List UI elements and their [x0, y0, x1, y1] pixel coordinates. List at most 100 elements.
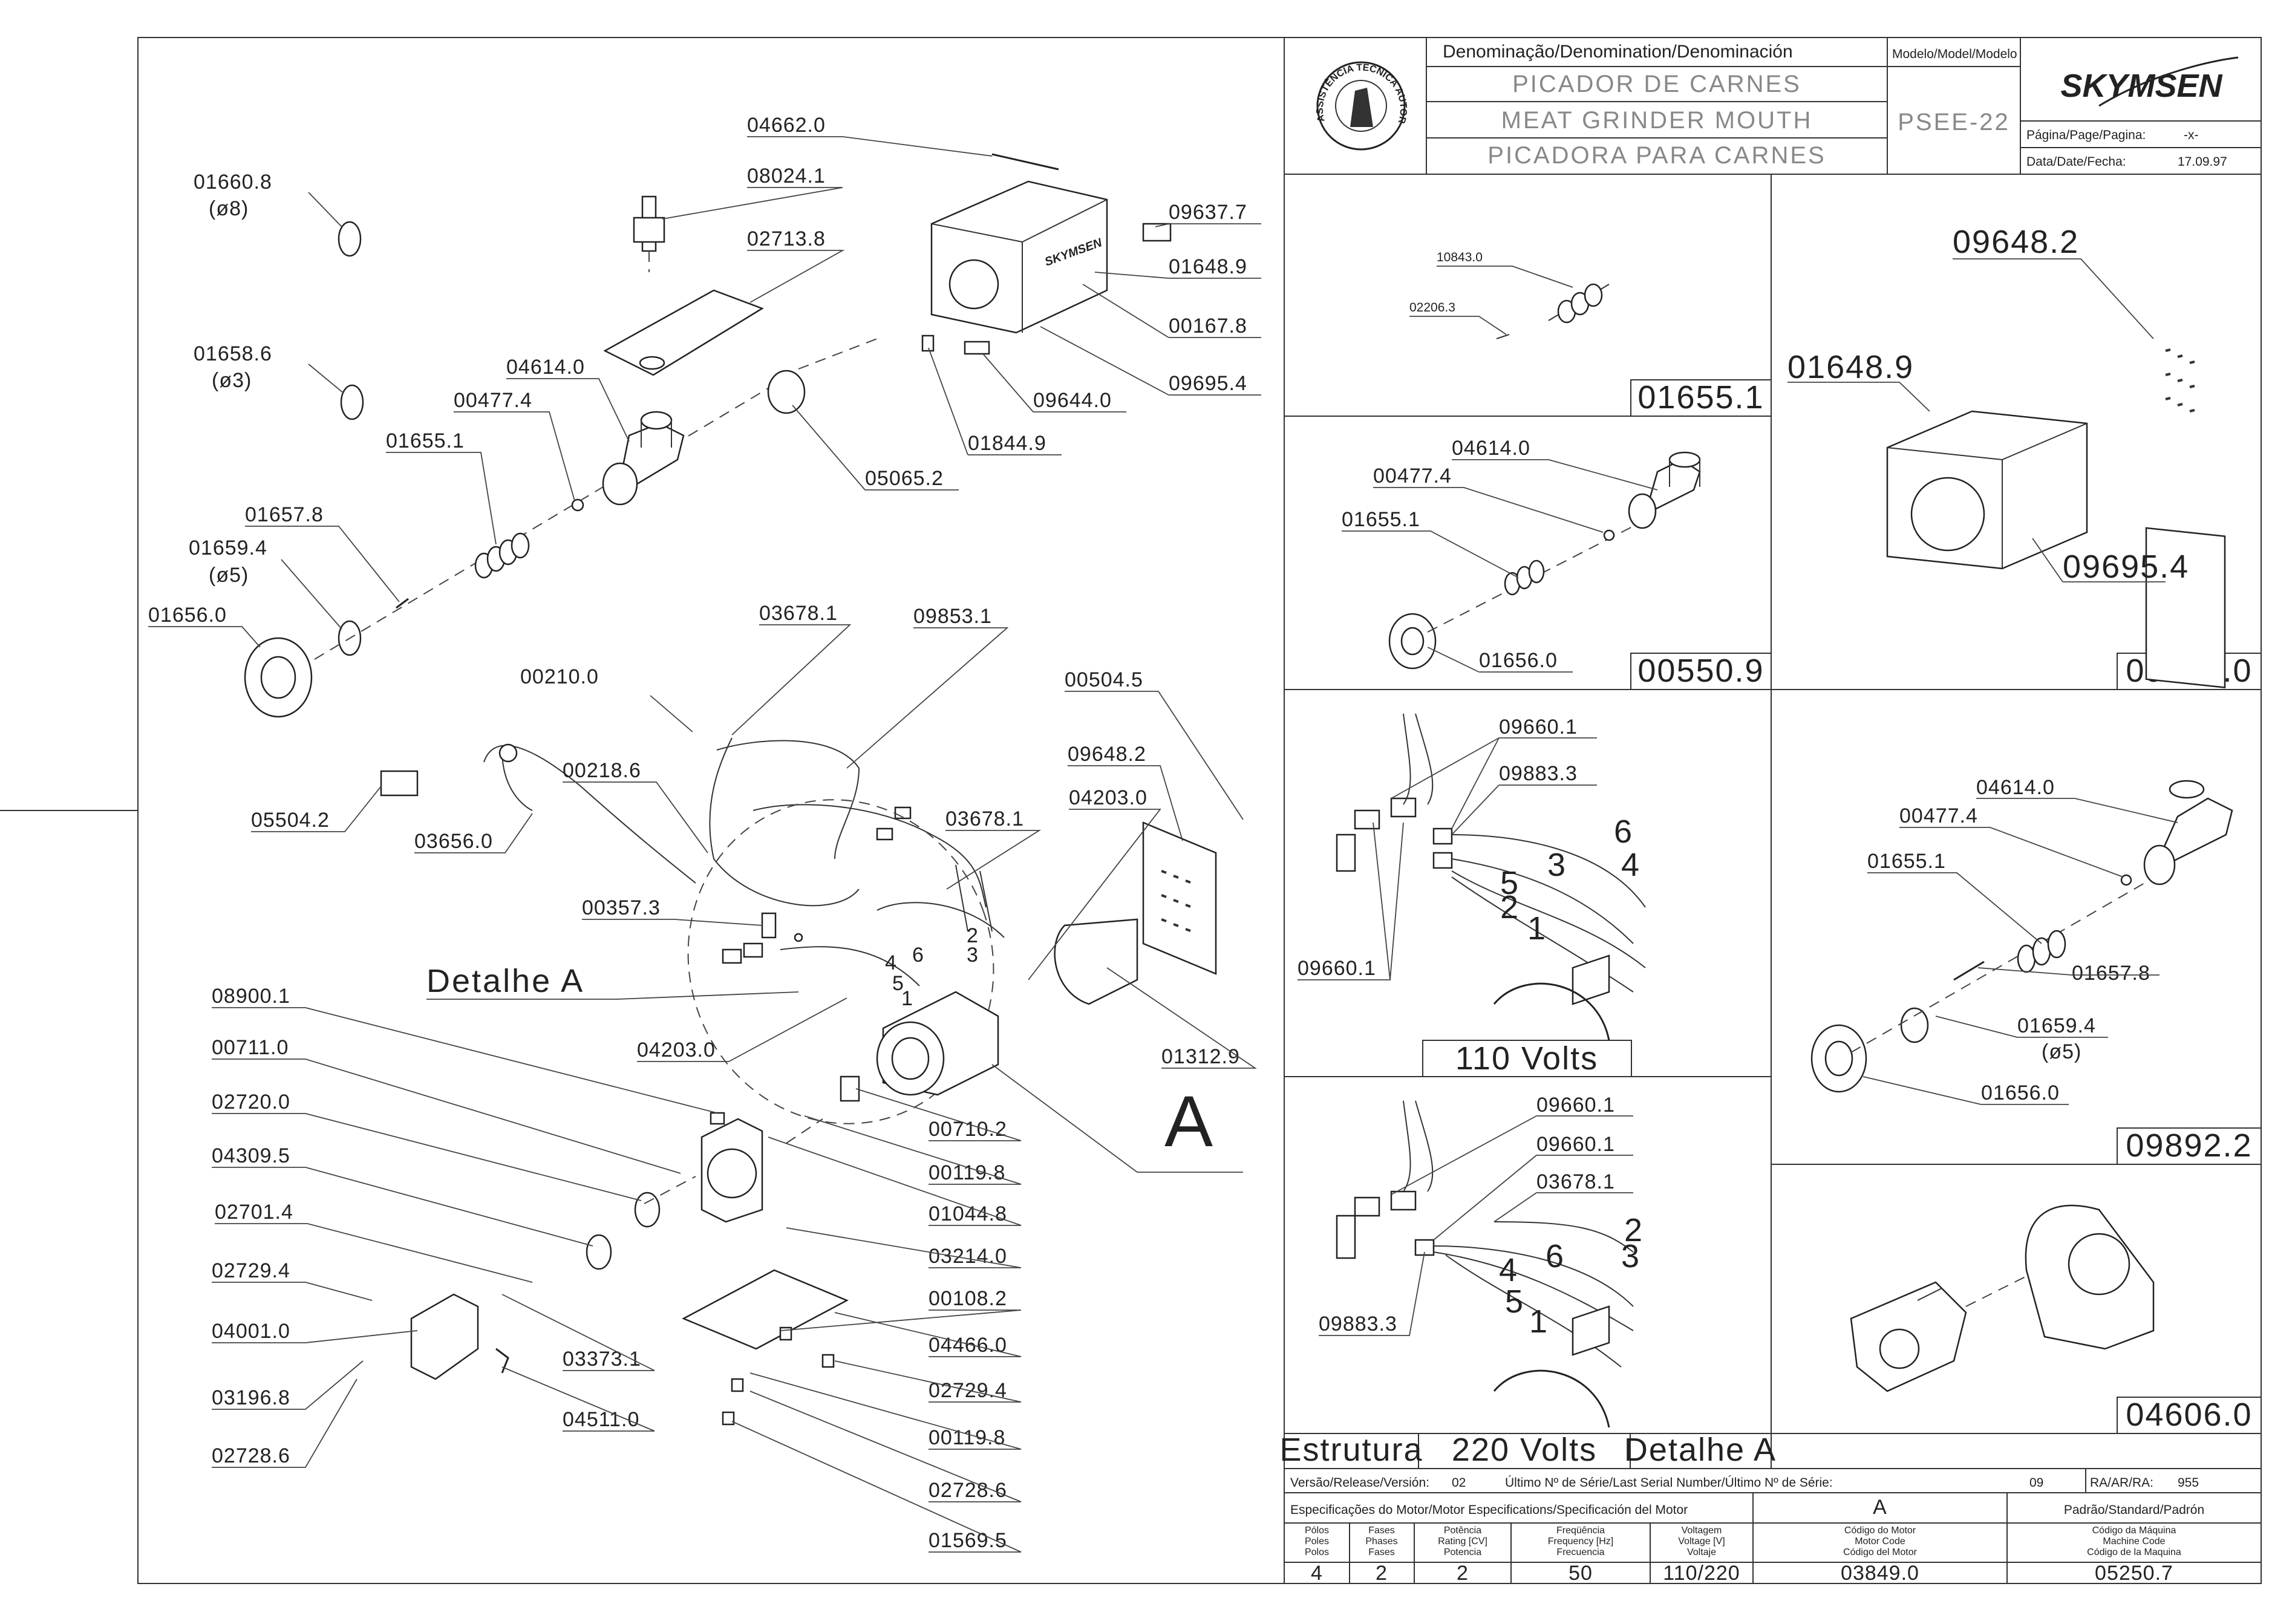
panel6-label-0: 09660.1: [1536, 1094, 1615, 1117]
page-value: -x-: [2184, 128, 2199, 142]
label-00210-0: 00210.0: [520, 665, 599, 688]
label-09695-4: 09695.4: [1169, 372, 1247, 395]
model-label: Modelo/Model/Modelo: [1892, 47, 2017, 61]
main-wire-4: 4: [885, 951, 897, 974]
sub-panels-grid: 01655.1 00550.9 09540.0 09892.2 04606.0 …: [1279, 174, 2262, 1469]
panel1-label-0: 10843.0: [1437, 250, 1483, 264]
date-value: 17.09.97: [2178, 155, 2227, 169]
label-03656-0: 03656.0: [414, 830, 493, 853]
label-00477-4: 00477.4: [454, 389, 532, 412]
label-08900-1: 08900.1: [212, 985, 290, 1008]
cabinet: SKYMSEN: [921, 153, 1172, 355]
label-01659-4-dia: (ø5): [209, 564, 249, 587]
label-05065-2: 05065.2: [865, 467, 944, 490]
plate-3mm: [340, 384, 364, 420]
frequency-h3: Frecuencia: [1556, 1547, 1604, 1557]
base-plate: [682, 1269, 849, 1350]
frequency-h1: Freqüência: [1556, 1525, 1605, 1536]
voltage-h3: Voltaje: [1687, 1547, 1716, 1557]
label-01569-5: 01569.5: [929, 1529, 1007, 1552]
label-00711-0: 00711.0: [212, 1036, 289, 1059]
poles-h1: Pólos: [1305, 1525, 1329, 1536]
panel2-label-2: 01655.1: [1342, 508, 1420, 531]
label-00504-5: 00504.5: [1065, 668, 1143, 691]
label-02728-6-right: 02728.6: [929, 1479, 1007, 1502]
panel2-label-0: 04614.0: [1452, 437, 1530, 460]
detail-a-circle: [687, 799, 994, 1124]
title-pt: PICADOR DE CARNES: [1512, 71, 1801, 97]
label-02729-4-left: 02729.4: [212, 1259, 290, 1282]
gearbox: [700, 1112, 763, 1223]
label-01656-0: 01656.0: [148, 604, 227, 627]
frequency-h2: Frequency [Hz]: [1548, 1536, 1613, 1547]
page-label: Página/Page/Pagina:: [2026, 128, 2146, 142]
rating-value: 2: [1457, 1562, 1469, 1585]
panel6-label-2: 03678.1: [1536, 1170, 1615, 1193]
phases-value: 2: [1376, 1562, 1388, 1585]
estrutura-label: Estrutura: [1279, 1432, 1423, 1468]
panel5-label-3: 01657.8: [2072, 962, 2150, 985]
label-00710-2: 00710.2: [929, 1118, 1007, 1141]
panel-code-09892: 09892.2: [2126, 1127, 2252, 1164]
label-09648-2: 09648.2: [1068, 743, 1146, 766]
panel2-label-1: 00477.4: [1373, 465, 1452, 488]
label-00357-3: 00357.3: [582, 896, 661, 919]
label-04001-0: 04001.0: [212, 1320, 290, 1343]
label-01659-4: 01659.4: [189, 536, 267, 559]
wire-4-220v: 4: [1499, 1252, 1518, 1288]
wire-5-220v: 5: [1505, 1283, 1524, 1320]
wire-1-220v: 1: [1529, 1303, 1549, 1340]
wire-6-220v: 6: [1546, 1238, 1565, 1274]
gear-large: [634, 1192, 661, 1228]
panel6-label-1: 09660.1: [1536, 1133, 1615, 1156]
label-00167-8: 00167.8: [1169, 315, 1247, 338]
denomination-label: Denominação/Denomination/Denominación: [1443, 42, 1793, 62]
panel1-label-1: 02206.3: [1409, 301, 1455, 315]
feeding-tray: [603, 289, 764, 376]
wire-1-110v: 1: [1527, 910, 1547, 947]
cord-plug: [498, 743, 518, 763]
label-03214-0: 03214.0: [929, 1245, 1007, 1268]
label-02720-0: 02720.0: [212, 1091, 290, 1114]
motor-code-h2: Motor Code: [1855, 1536, 1905, 1547]
col-a-label: A: [1873, 1496, 1887, 1519]
mouth-assembly-detail: 04614.0 00477.4 01655.1 01656.0: [1342, 437, 1701, 673]
version-value: 02: [1452, 1476, 1466, 1490]
motor-code-value: 03849.0: [1841, 1562, 1919, 1585]
ra-value: 955: [2178, 1476, 2199, 1490]
fan-guard: [1142, 821, 1217, 975]
caption-110-volts: 110 Volts: [1455, 1040, 1598, 1077]
brand-logo: SKYMSEN: [2060, 68, 2222, 104]
main-wire-1: 1: [901, 987, 913, 1010]
rating-h2: Rating [CV]: [1438, 1536, 1487, 1547]
panel5-label-1: 00477.4: [1899, 804, 1978, 827]
motor-spec-label: Especificações do Motor/Motor Especifica…: [1290, 1503, 1688, 1517]
washer: [571, 498, 584, 512]
panel4-label-0: 09660.1: [1499, 716, 1578, 739]
label-08024-1: 08024.1: [747, 165, 826, 188]
machine-code-value: 05250.7: [2095, 1562, 2173, 1585]
label-03678-1-top: 03678.1: [759, 602, 838, 625]
poles-value: 4: [1311, 1562, 1323, 1585]
panel5-label-2: 01655.1: [1867, 850, 1946, 873]
model-code: PSEE-22: [1898, 109, 2010, 135]
pusher: [633, 195, 665, 272]
label-01044-8: 01044.8: [929, 1202, 1007, 1225]
poles-h3: Polos: [1305, 1547, 1329, 1557]
machine-code-h1: Código da Máquina: [2092, 1525, 2176, 1536]
handle-bar: [991, 153, 1059, 171]
serial-label: Último Nº de Série/Last Serial Number/Úl…: [1505, 1476, 1833, 1490]
machine-code-h3: Código de la Maquina: [2087, 1547, 2181, 1557]
wiring-220v-detail: 2 3 6 4 5 1 09660.1 09660.1 03678.1 0988…: [1319, 1094, 1642, 1428]
panel5-label-6: 01656.0: [1981, 1081, 2060, 1104]
panel-code-01655: 01655.1: [1637, 379, 1764, 416]
title-es: PICADORA PARA CARNES: [1487, 142, 1826, 169]
panel2-label-3: 01656.0: [1479, 649, 1558, 672]
seal-ring: [767, 370, 806, 414]
footer-table: Versão/Release/Versión: 02 Último Nº de …: [1284, 1468, 2261, 1585]
label-04309-5: 04309.5: [212, 1144, 290, 1167]
panel4-label-1: 09883.3: [1499, 762, 1578, 785]
wire-3-220v: 3: [1621, 1238, 1640, 1274]
label-03373-1: 03373.1: [563, 1348, 641, 1371]
